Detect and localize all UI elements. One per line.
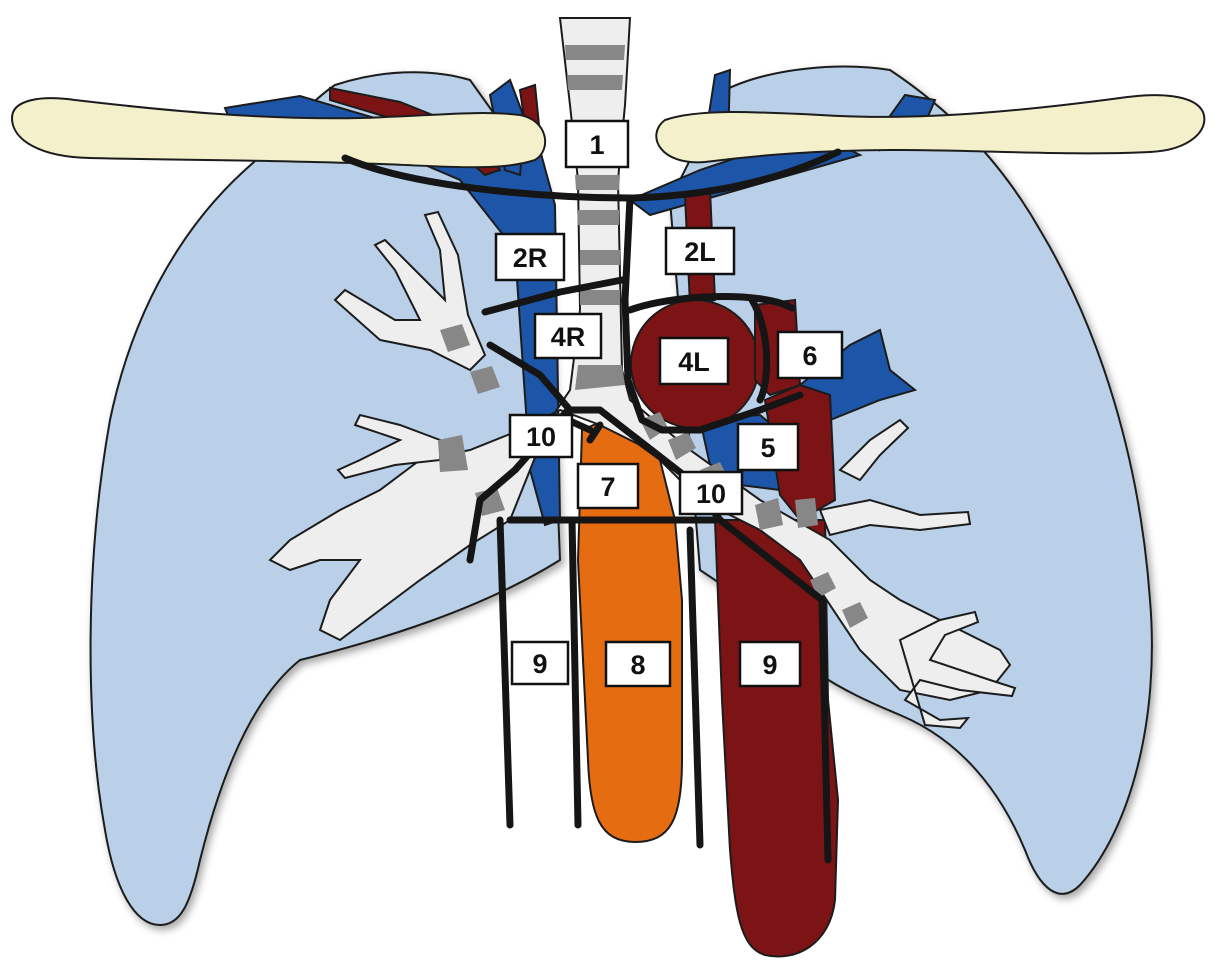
svg-text:7: 7 [600, 472, 615, 502]
svg-text:4L: 4L [678, 347, 710, 377]
svg-text:5: 5 [760, 433, 775, 463]
station-6-label: 6 [778, 332, 842, 378]
svg-text:9: 9 [762, 650, 777, 680]
station-8-label: 8 [606, 642, 670, 686]
svg-text:8: 8 [630, 650, 645, 680]
svg-text:2R: 2R [513, 243, 548, 273]
station-10L-label: 10 [680, 472, 742, 514]
station-2R-label: 2R [496, 234, 564, 280]
station-4L-label: 4L [660, 338, 728, 384]
station-7-label: 7 [578, 464, 638, 508]
station-9L-label: 9 [740, 642, 800, 686]
station-9R-label: 9 [512, 642, 568, 684]
svg-text:2L: 2L [684, 237, 716, 267]
svg-text:9: 9 [532, 649, 547, 679]
svg-text:10: 10 [526, 422, 556, 452]
svg-text:10: 10 [696, 479, 726, 509]
station-2L-label: 2L [666, 228, 734, 274]
station-1-label: 1 [566, 121, 628, 167]
svg-text:4R: 4R [551, 322, 586, 352]
svg-text:1: 1 [589, 130, 604, 160]
station-4R-label: 4R [535, 314, 601, 358]
station-10R-label: 10 [510, 415, 572, 457]
svg-text:6: 6 [802, 341, 817, 371]
station-5-label: 5 [738, 424, 798, 470]
